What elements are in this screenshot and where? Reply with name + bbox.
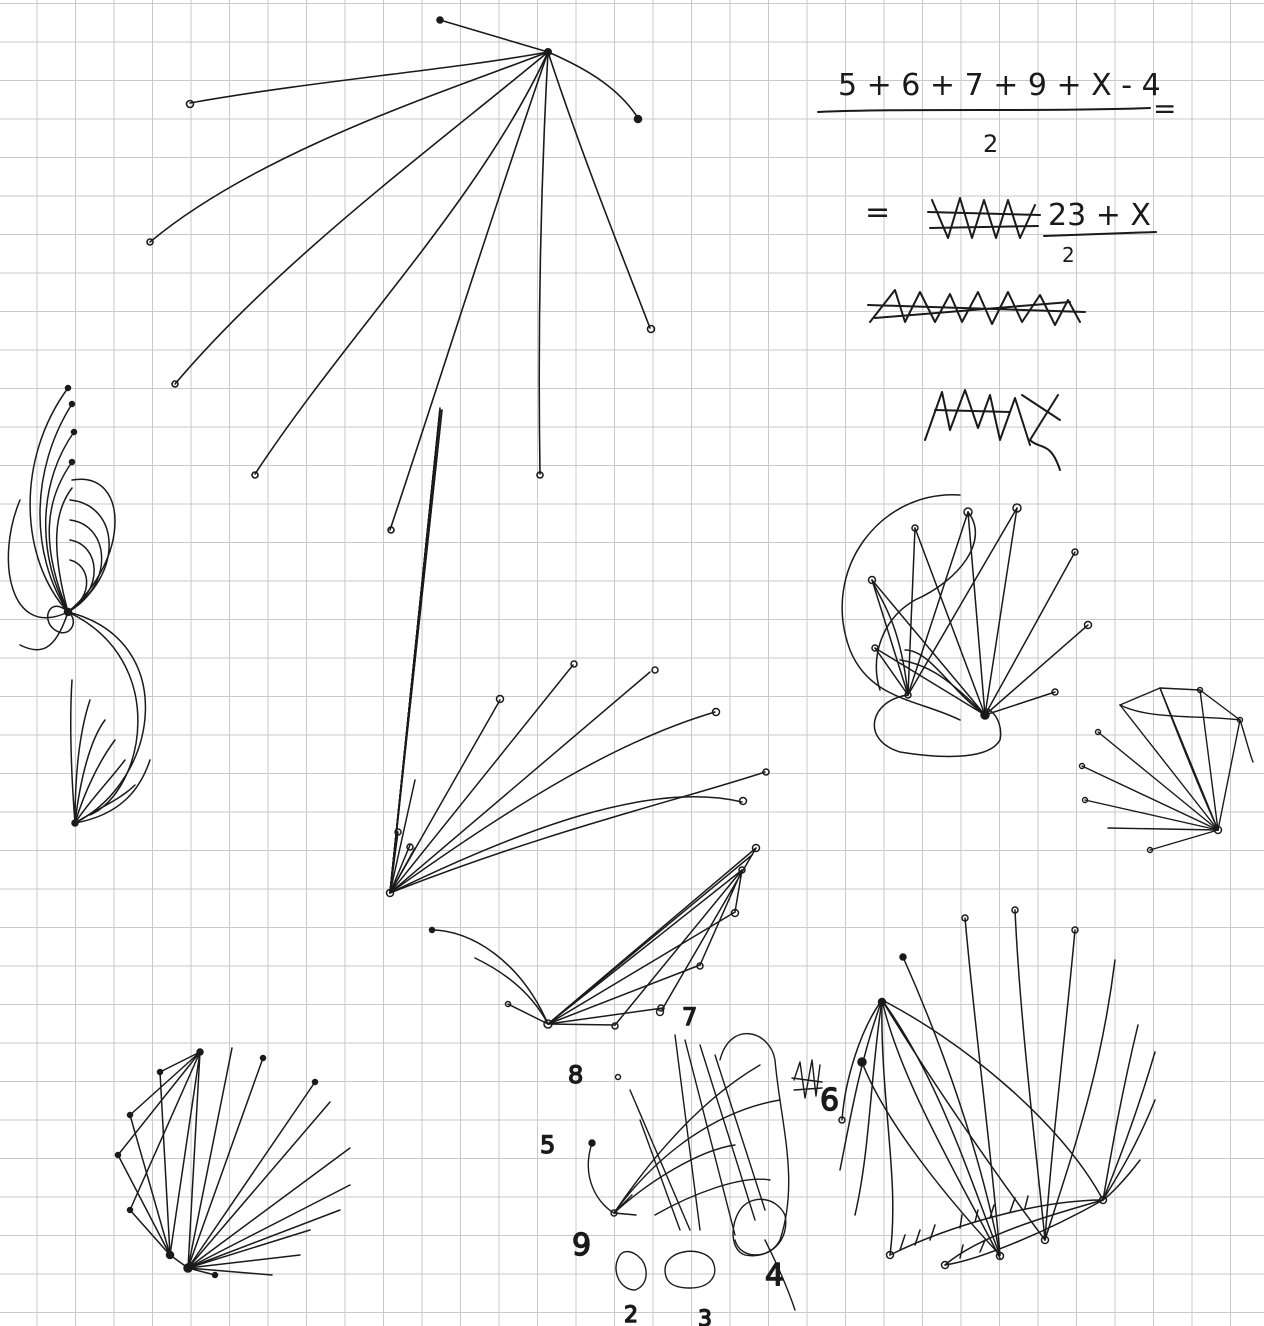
- equation-denominator: 2: [983, 130, 998, 158]
- equation-step1-denominator: 2: [1062, 243, 1075, 267]
- loop-graph-right: [842, 495, 1091, 757]
- scribble-2: [868, 290, 1085, 325]
- vertex-label-8: 8: [568, 1061, 583, 1089]
- equation-step1-numerator: 23 + X: [1048, 198, 1151, 233]
- labeled-graph-bottom-center: 7 8 5 9 2 3 4 6: [540, 1003, 839, 1326]
- vertex-label-7: 7: [682, 1003, 697, 1031]
- equation-step1-equals: =: [865, 195, 890, 230]
- vertex-label-9: 9: [572, 1228, 591, 1263]
- star-graph-top: [147, 17, 655, 533]
- small-fan-graph-right: [1080, 688, 1254, 853]
- scribble-1: [928, 198, 1040, 238]
- vertex-label-3: 3: [698, 1307, 712, 1326]
- v-graph-center: [430, 845, 760, 1030]
- fan-graph-bottom-left: [116, 1048, 351, 1278]
- equation-equals: =: [1153, 92, 1176, 125]
- vertex-label-4: 4: [765, 1258, 784, 1293]
- scribble-4: [792, 1060, 822, 1098]
- fan-graph-center: [387, 408, 770, 897]
- fan-graph-bottom-right: [839, 907, 1155, 1269]
- equation-block: 5 + 6 + 7 + 9 + X - 4 = 2 = 23 + X 2: [818, 68, 1176, 470]
- nested-arc-diagram-left: [8, 386, 150, 827]
- scribble-3: [925, 390, 1060, 470]
- vertex-label-5: 5: [540, 1131, 555, 1159]
- vertex-label-6: 6: [820, 1083, 839, 1118]
- equation-numerator: 5 + 6 + 7 + 9 + X - 4: [838, 68, 1161, 103]
- vertex-label-2: 2: [624, 1303, 638, 1326]
